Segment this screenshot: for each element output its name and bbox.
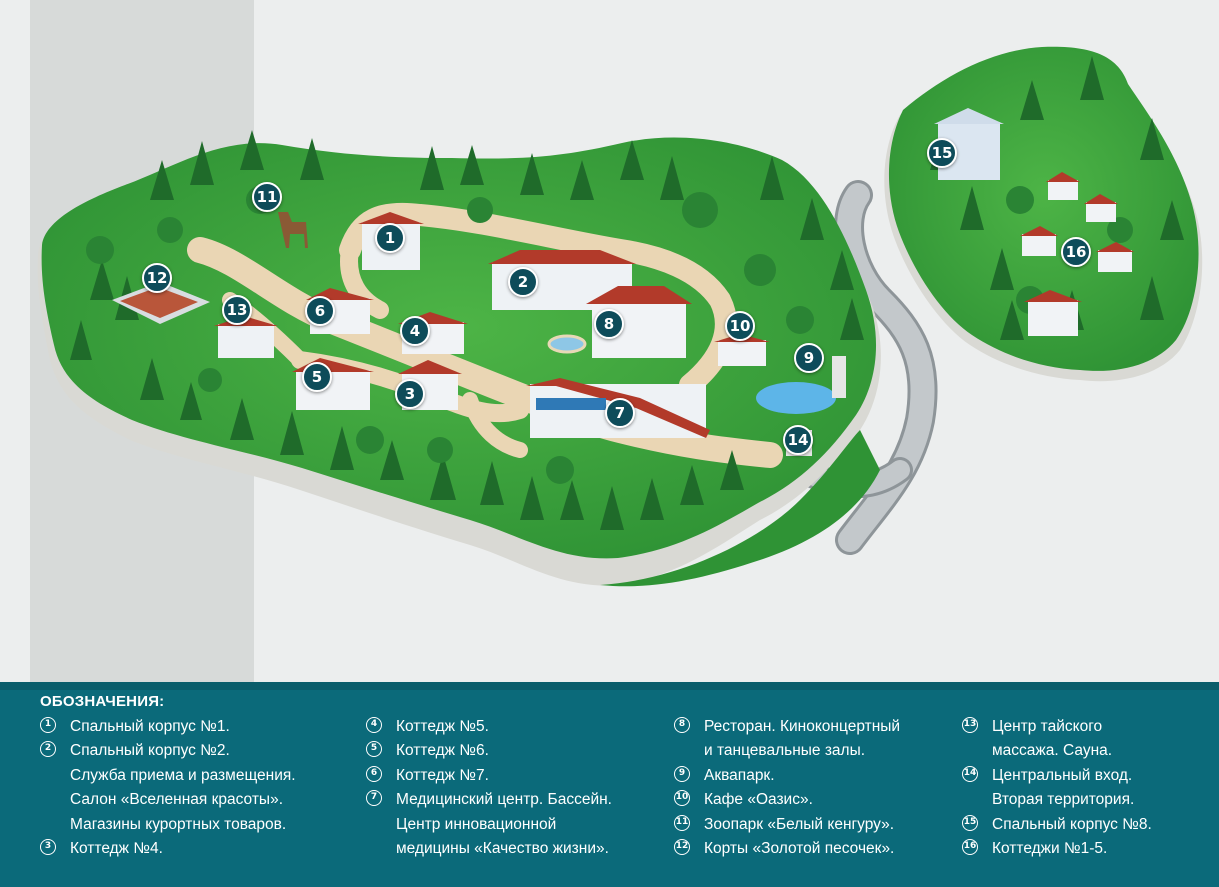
legend-item-text: Центральный вход. xyxy=(992,766,1133,784)
legend-number-badge: 6 xyxy=(366,765,382,782)
legend-item-12: 12 Корты «Золотой песочек». xyxy=(674,837,900,861)
legend-item-7: 7 Медицинский центр. Бассейн. Центр инно… xyxy=(366,788,612,861)
resort-map: 1 2 3 4 5 6 7 8 9 10 11 12 13 14 15 16 xyxy=(30,0,1203,682)
legend-item-3: 3 Коттедж №4. xyxy=(40,837,296,861)
marker-14-central-entrance[interactable]: 14 xyxy=(783,425,813,455)
legend-item-text: массажа. Сауна. xyxy=(992,742,1113,760)
marker-1-sleeping-building-1[interactable]: 1 xyxy=(375,223,405,253)
legend-item-text: Коттедж №6. xyxy=(396,742,489,760)
legend-item-text: Вторая территория. xyxy=(992,791,1135,809)
legend-item-text: Центр инновационной xyxy=(396,815,557,833)
legend-item-text: и танцевальные залы. xyxy=(704,742,866,760)
legend-item-16: 16 Коттеджи №1-5. xyxy=(962,837,1152,861)
legend-title: ОБОЗНАЧЕНИЯ: xyxy=(40,693,165,710)
legend-item-text: Магазины курортных товаров. xyxy=(70,815,287,833)
legend-item-15: 15 Спальный корпус №8. xyxy=(962,813,1152,837)
marker-2-sleeping-building-2[interactable]: 2 xyxy=(508,267,538,297)
legend-number-badge: 2 xyxy=(40,741,56,758)
legend-number-badge: 8 xyxy=(674,717,690,733)
legend-item-text: Коттеджи №1-5. xyxy=(992,840,1108,858)
legend-number-badge: 14 xyxy=(962,765,978,782)
legend-item-text: Спальный корпус №2. xyxy=(70,742,230,760)
forest xyxy=(70,56,1184,530)
legend-item-text: Ресторан. Киноконцертный xyxy=(704,718,901,735)
legend-item-2: 2 Спальный корпус №2. Служба приема и ра… xyxy=(40,739,296,837)
legend-column-3: 8 Ресторан. Киноконцертный и танцевальны… xyxy=(674,715,900,861)
legend-item-text: Кафе «Оазис». xyxy=(704,791,813,809)
legend-item-5: 5 Коттедж №6. xyxy=(366,739,612,763)
legend-column-1: 1 Спальный корпус №1. 2 Спальный корпус … xyxy=(40,715,296,861)
legend-number-badge: 16 xyxy=(962,839,978,856)
legend-number-badge: 10 xyxy=(674,790,690,807)
legend-item-6: 6 Коттедж №7. xyxy=(366,764,612,788)
legend-number-badge: 1 xyxy=(40,717,56,733)
marker-6-cottage-7[interactable]: 6 xyxy=(305,296,335,326)
legend-item-8: 8 Ресторан. Киноконцертный и танцевальны… xyxy=(674,715,900,764)
legend-item-text: Центр тайского xyxy=(992,718,1103,735)
legend-item-text: медицины «Качество жизни». xyxy=(396,840,609,858)
legend-item-text: Коттедж №4. xyxy=(70,840,163,858)
legend-item-text: Спальный корпус №1. xyxy=(70,718,230,735)
legend-number-badge: 11 xyxy=(674,814,690,831)
marker-12-tennis-courts[interactable]: 12 xyxy=(142,263,172,293)
legend-panel: ОБОЗНАЧЕНИЯ: 1 Спальный корпус №1. 2 Спа… xyxy=(0,682,1219,887)
legend-number-badge: 3 xyxy=(40,839,56,856)
legend-item-14: 14 Центральный вход. Вторая территория. xyxy=(962,764,1152,813)
legend-item-1: 1 Спальный корпус №1. xyxy=(40,715,296,739)
legend-number-badge: 7 xyxy=(366,790,382,807)
legend-item-13: 13 Центр тайского массажа. Сауна. xyxy=(962,715,1152,764)
marker-5-cottage-6[interactable]: 5 xyxy=(302,362,332,392)
marker-3-cottage-4[interactable]: 3 xyxy=(395,379,425,409)
legend-number-badge: 13 xyxy=(962,717,978,733)
legend-item-text: Коттедж №7. xyxy=(396,766,489,784)
legend-number-badge: 9 xyxy=(674,765,690,782)
marker-7-medical-center[interactable]: 7 xyxy=(605,398,635,428)
legend-number-badge: 15 xyxy=(962,814,978,831)
marker-9-aquapark[interactable]: 9 xyxy=(794,343,824,373)
map-illustration xyxy=(30,0,1203,682)
legend-item-text: Коттедж №5. xyxy=(396,718,489,735)
marker-10-cafe-oasis[interactable]: 10 xyxy=(725,311,755,341)
legend-item-11: 11 Зоопарк «Белый кенгуру». xyxy=(674,813,900,837)
legend-item-text: Зоопарк «Белый кенгуру». xyxy=(704,815,895,833)
buildings xyxy=(112,108,1134,456)
legend-item-9: 9 Аквапарк. xyxy=(674,764,900,788)
marker-8-restaurant[interactable]: 8 xyxy=(594,309,624,339)
legend-number-badge: 5 xyxy=(366,741,382,758)
legend-item-4: 4 Коттедж №5. xyxy=(366,715,612,739)
legend-item-text: Корты «Золотой песочек». xyxy=(704,840,895,858)
legend-item-text: Аквапарк. xyxy=(704,766,775,784)
marker-15-sleeping-building-8[interactable]: 15 xyxy=(927,138,957,168)
legend-band xyxy=(0,682,1219,690)
marker-4-cottage-5[interactable]: 4 xyxy=(400,316,430,346)
legend-item-10: 10 Кафе «Оазис». xyxy=(674,788,900,812)
marker-11-zoo[interactable]: 11 xyxy=(252,182,282,212)
legend-item-text: Медицинский центр. Бассейн. xyxy=(396,791,612,809)
legend-column-2: 4 Коттедж №5. 5 Коттедж №6. 6 Коттедж №7… xyxy=(366,715,612,861)
marker-13-thai-massage[interactable]: 13 xyxy=(222,295,252,325)
legend-item-text: Спальный корпус №8. xyxy=(992,815,1152,833)
legend-column-4: 13 Центр тайского массажа. Сауна. 14 Цен… xyxy=(962,715,1152,861)
legend-item-text: Служба приема и размещения. xyxy=(70,766,296,784)
legend-number-badge: 4 xyxy=(366,717,382,733)
legend-number-badge: 12 xyxy=(674,839,690,856)
marker-16-cottages-1-5[interactable]: 16 xyxy=(1061,237,1091,267)
legend-item-text: Салон «Вселенная красоты». xyxy=(70,791,284,809)
